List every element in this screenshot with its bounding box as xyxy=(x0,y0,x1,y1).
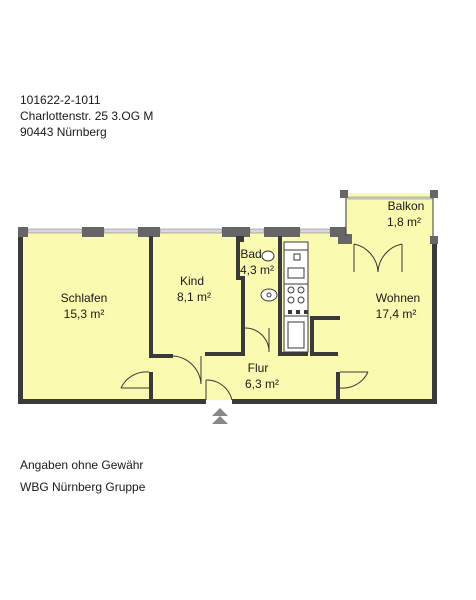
door-balkon-icon xyxy=(353,243,379,273)
kitchen-black-marks xyxy=(288,310,308,314)
room-name-flur: Flur xyxy=(248,361,269,375)
room-name-schlafen: Schlafen xyxy=(61,291,108,305)
address-block: 101622-2-1011 Charlottenstr. 25 3.OG M 9… xyxy=(20,92,153,140)
floor-areas xyxy=(21,193,433,400)
room-area-flur: 6,3 m² xyxy=(245,377,279,391)
wall-piers xyxy=(18,190,438,244)
room-name-bad: Bad xyxy=(240,247,261,261)
company-name: WBG Nürnberg Gruppe xyxy=(20,480,146,494)
door-kind-icon xyxy=(172,355,202,385)
room-area-schlafen: 15,3 m² xyxy=(64,307,105,321)
street-address: Charlottenstr. 25 3.OG M xyxy=(20,109,154,123)
entrance-arrow-icon xyxy=(212,408,228,424)
room-name-balkon: Balkon xyxy=(388,199,425,213)
room-area-balkon: 1,8 m² xyxy=(387,215,421,229)
room-area-bad: 4,3 m² xyxy=(240,263,274,277)
balcony-outline xyxy=(345,198,434,236)
door-schlafen-icon xyxy=(120,371,150,389)
room-labels: Schlafen 15,3 m² Kind 8,1 m² Bad 4,3 m² … xyxy=(61,199,425,391)
kitchen-units xyxy=(283,241,309,353)
object-id: 101622-2-1011 xyxy=(20,93,101,107)
interior-walls xyxy=(149,236,340,400)
door-entrance-icon xyxy=(205,379,233,401)
living-floor-extension xyxy=(347,236,433,400)
room-area-wohnen: 17,4 m² xyxy=(376,307,417,321)
door-swings xyxy=(120,243,403,401)
door-wohnen-icon xyxy=(339,371,369,389)
room-area-kind: 8,1 m² xyxy=(177,290,211,304)
balcony-floor xyxy=(345,193,433,239)
disclaimer-text: Angaben ohne Gewähr xyxy=(20,458,144,472)
sink-icon xyxy=(260,288,278,302)
room-name-wohnen: Wohnen xyxy=(376,291,420,305)
city-address: 90443 Nürnberg xyxy=(20,125,107,139)
toilet-icon xyxy=(261,250,275,262)
bathroom-fixtures xyxy=(260,250,278,302)
room-name-kind: Kind xyxy=(180,274,204,288)
